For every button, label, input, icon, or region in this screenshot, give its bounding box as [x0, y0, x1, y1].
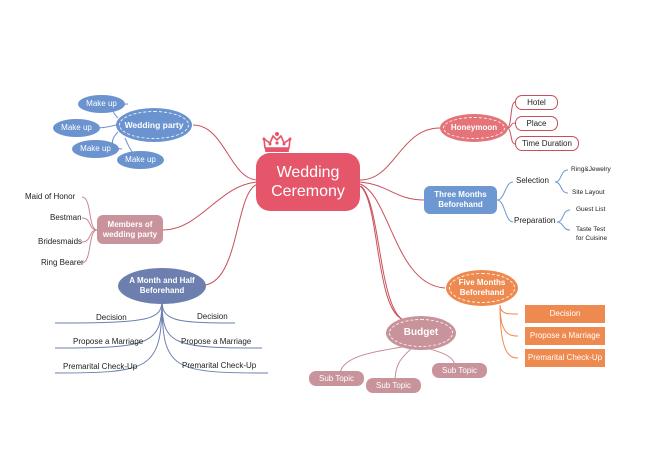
- make-up-node[interactable]: Make up: [78, 95, 125, 113]
- connector-central-members: [162, 181, 259, 231]
- selection-label[interactable]: Selection: [516, 176, 549, 185]
- budget-sub-topic[interactable]: Sub Topic: [366, 378, 421, 393]
- month-half-left-item[interactable]: Premarital Check-Up: [63, 362, 138, 371]
- honeymoon-item[interactable]: Time Duration: [515, 136, 579, 151]
- make-up-node[interactable]: Make up: [117, 151, 164, 169]
- month-half-right-item[interactable]: Propose a Marriage: [181, 337, 252, 346]
- connector-central-month-half: [204, 183, 259, 286]
- members-node[interactable]: Members of wedding party: [97, 215, 163, 244]
- preparation-item[interactable]: Guest List: [576, 206, 606, 213]
- member-item[interactable]: Bestman: [50, 213, 82, 222]
- member-item[interactable]: Ring Bearer: [41, 258, 84, 267]
- central-topic[interactable]: Wedding Ceremony: [256, 153, 360, 211]
- wedding-party-node[interactable]: Wedding party: [116, 108, 192, 142]
- five-months-item[interactable]: Decision: [525, 305, 605, 323]
- honeymoon-item[interactable]: Place: [515, 116, 558, 131]
- preparation-label[interactable]: Preparation: [514, 216, 556, 225]
- honeymoon-node[interactable]: Honeymoon: [440, 114, 508, 142]
- month-half-left-item[interactable]: Decision: [96, 313, 127, 322]
- three-months-node[interactable]: Three Months Beforehand: [424, 186, 497, 214]
- five-months-item[interactable]: Propose a Marriage: [525, 327, 605, 345]
- honeymoon-item[interactable]: Hotel: [515, 95, 558, 110]
- connector-central-wedding-party: [192, 124, 259, 181]
- budget-sub-topic[interactable]: Sub Topic: [309, 371, 364, 386]
- member-item[interactable]: Maid of Honor: [25, 192, 76, 201]
- connector-central-honeymoon: [359, 127, 441, 181]
- selection-item[interactable]: Site Layout: [572, 189, 605, 196]
- member-item[interactable]: Bridesmaids: [38, 237, 83, 246]
- connector-central-three-months: [359, 181, 426, 201]
- make-up-node[interactable]: Make up: [72, 140, 119, 158]
- month-half-node[interactable]: A Month and Half Beforehand: [118, 268, 206, 304]
- make-up-node[interactable]: Make up: [53, 119, 100, 137]
- five-months-node[interactable]: Five Months Beforehand: [446, 270, 518, 306]
- central-topic-line2: Ceremony: [271, 183, 345, 200]
- central-topic-line1: Wedding: [276, 163, 340, 181]
- five-months-item[interactable]: Premarital Check-Up: [525, 349, 605, 367]
- preparation-item-continued: for Cuisine: [576, 235, 608, 242]
- month-half-right-item[interactable]: Premarital Check-Up: [182, 361, 257, 370]
- selection-item[interactable]: Ring&Jewelry: [571, 166, 611, 173]
- crown-icon: [262, 132, 292, 152]
- budget-sub-topic[interactable]: Sub Topic: [432, 363, 487, 378]
- month-half-left-item[interactable]: Propose a Marriage: [73, 337, 144, 346]
- connector-central-budget: [359, 185, 406, 321]
- wedding-party-label: Wedding party: [124, 119, 184, 130]
- connector-central-five-months: [359, 183, 446, 289]
- preparation-item[interactable]: Taste Test: [576, 226, 606, 233]
- month-half-right-item[interactable]: Decision: [197, 312, 228, 321]
- budget-node[interactable]: Budget: [386, 316, 456, 350]
